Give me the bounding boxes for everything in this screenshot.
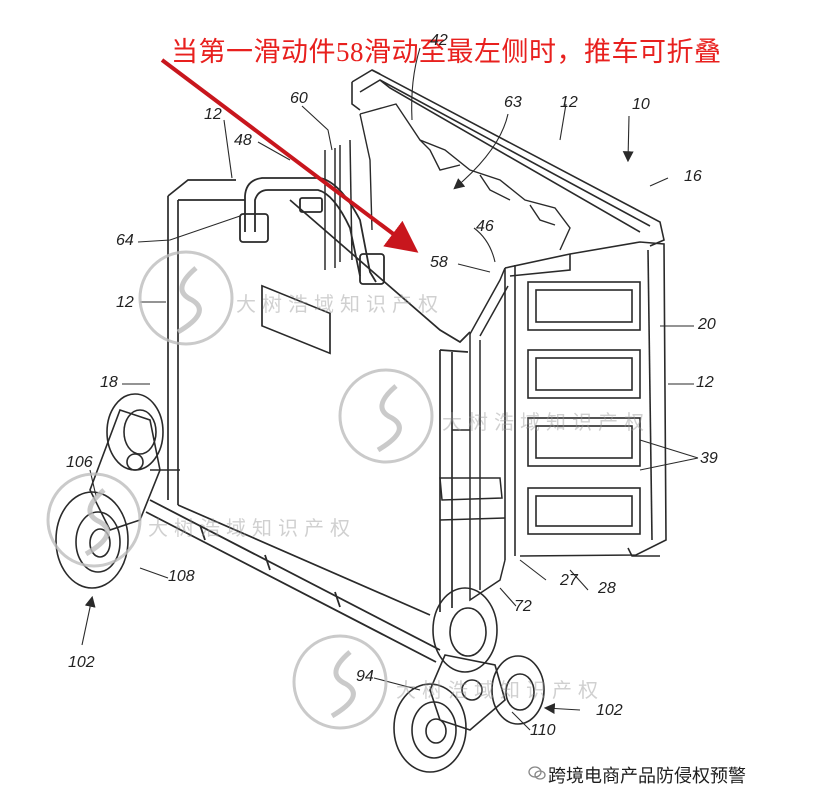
ref-64: 64 — [116, 232, 134, 249]
rear-frame — [351, 69, 665, 247]
leader-lines — [81, 47, 699, 731]
ref-12-left: 12 — [116, 294, 134, 311]
handle-64 — [239, 177, 385, 285]
ref-63: 63 — [504, 94, 522, 111]
ref-18: 18 — [100, 374, 118, 391]
ref-102-right: 102 — [596, 702, 623, 719]
axle — [145, 499, 441, 663]
ref-46: 46 — [476, 218, 494, 235]
watermark-text-4: 大树浩域知识产权 — [396, 678, 604, 702]
watermark-logo-2 — [338, 368, 434, 464]
right-stair-wheels — [393, 587, 545, 773]
watermark-logo-1 — [138, 250, 234, 346]
watermark-logo-4 — [292, 634, 388, 730]
ref-10: 10 — [632, 96, 650, 113]
ref-27: 27 — [560, 572, 578, 589]
ref-28: 28 — [598, 580, 616, 597]
ref-39: 39 — [700, 450, 718, 467]
ref-94: 94 — [356, 668, 374, 685]
ref-58: 58 — [430, 254, 448, 271]
sliding-member-58 — [439, 267, 509, 602]
ref-16: 16 — [684, 168, 702, 185]
watermark-text-3: 大树浩域知识产权 — [148, 516, 356, 540]
ref-12-right: 12 — [696, 374, 714, 391]
ref-110: 110 — [530, 722, 556, 739]
ref-12-top-left: 12 — [204, 106, 222, 123]
wechat-icon — [528, 766, 546, 780]
right-side-panel — [504, 241, 667, 560]
ref-12-top-right: 12 — [560, 94, 578, 111]
front-panel-18 — [167, 179, 471, 616]
watermark-logo-3 — [46, 472, 142, 568]
ref-42: 42 — [430, 32, 448, 49]
ref-48: 48 — [234, 132, 252, 149]
watermark-text-1: 大树浩域知识产权 — [236, 292, 444, 316]
ref-102-left: 102 — [68, 654, 95, 671]
red-arrow — [160, 58, 419, 253]
footer-account-name: 跨境电商产品防侵权预警 — [548, 766, 746, 787]
ref-106: 106 — [66, 454, 93, 471]
ref-60: 60 — [290, 90, 308, 107]
ref-108: 108 — [168, 568, 195, 585]
ref-20: 20 — [698, 316, 716, 333]
caption-text: 当第一滑动件58滑动至最左侧时，推车可折叠 — [171, 37, 722, 67]
watermark-text-2: 大树浩域知识产权 — [442, 410, 650, 434]
folded-panel-42 — [359, 103, 571, 251]
ref-72: 72 — [514, 598, 532, 615]
